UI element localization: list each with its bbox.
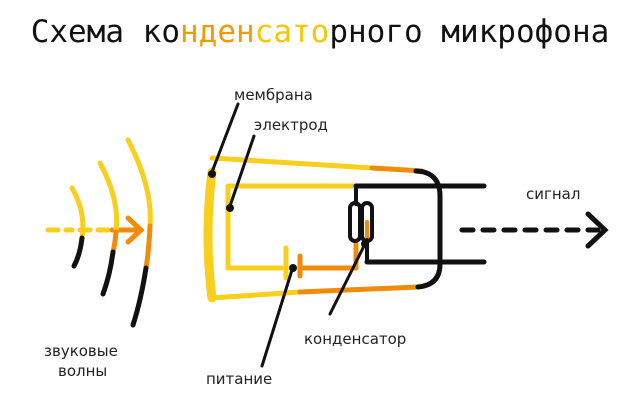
leader-electrode-dot [226,204,234,212]
capacitor-left [348,201,362,243]
label-sound-waves-2: волны [58,362,107,380]
sound-arrow-head [125,215,145,245]
casing-cap [413,168,443,290]
title-part-2: нден [180,14,255,50]
label-electrode: электрод [254,116,328,134]
wave-3-black [130,265,149,328]
casing-bottom [209,289,303,301]
leader-membrane [210,102,240,174]
wave-2-black [100,249,116,297]
leader-electrode [228,134,256,208]
leader-power [260,268,294,368]
label-power: питание [206,370,272,388]
leader-capacitor-dot [361,240,369,248]
microphone-body [203,155,487,303]
title-part-1: Схема ко [30,14,181,50]
wave-2-orange [110,229,119,255]
casing-bottom-orange [297,284,421,295]
signal-arrow [459,211,609,249]
leader-power-dot [289,264,297,272]
page-title: Схема конденсаторного микрофона [0,14,640,50]
title-part-3: сато [254,14,330,50]
wave-1-yellow [69,185,86,241]
label-sound-waves-1: звуковые [44,342,118,360]
membrane [203,167,217,303]
label-signal: сигнал [526,185,580,203]
leader-lines [208,102,369,368]
label-membrane: мембрана [234,86,313,104]
leader-capacitor [328,244,366,316]
title-part-4: рного микрофона [329,14,610,50]
wave-3-yellow [125,137,153,229]
leader-membrane-dot [208,170,216,178]
wave-1-black [71,235,85,269]
label-capacitor: конденсатор [304,330,406,348]
wave-3-orange [143,223,153,271]
casing-top [209,155,375,171]
signal-arrow-head [585,211,609,249]
sound-waves [45,137,153,328]
wave-2-yellow [97,160,120,235]
